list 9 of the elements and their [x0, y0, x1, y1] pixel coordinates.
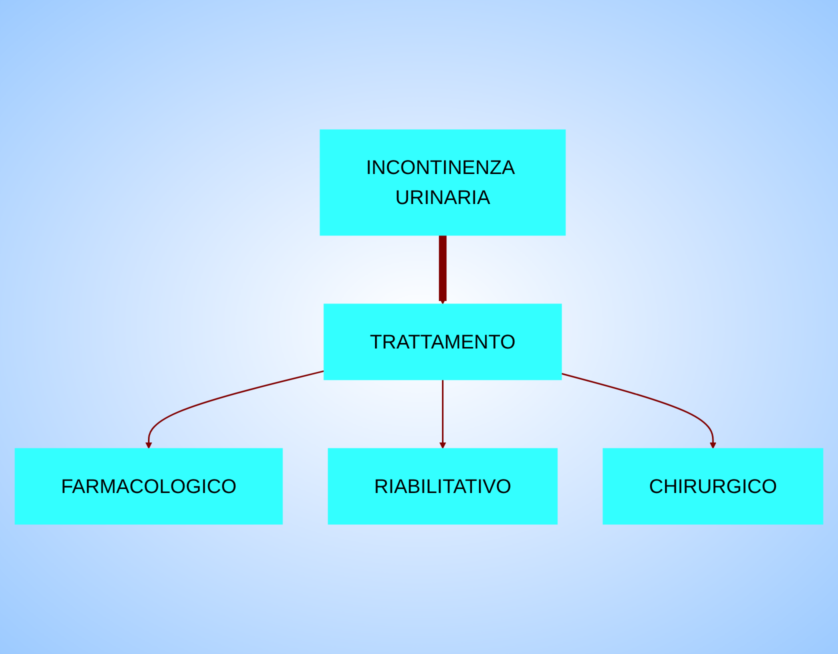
node-box: CHIRURGICO [602, 448, 824, 525]
node-box: FARMACOLOGICO [14, 448, 283, 525]
node-box: INCONTINENZA URINARIA [320, 129, 566, 236]
node-box: RIABILITATIVO [328, 448, 558, 525]
node-box: TRATTAMENTO [324, 304, 562, 380]
arrow [561, 372, 716, 449]
arrow [438, 235, 447, 304]
arrow [145, 370, 324, 449]
arrow [439, 380, 446, 449]
